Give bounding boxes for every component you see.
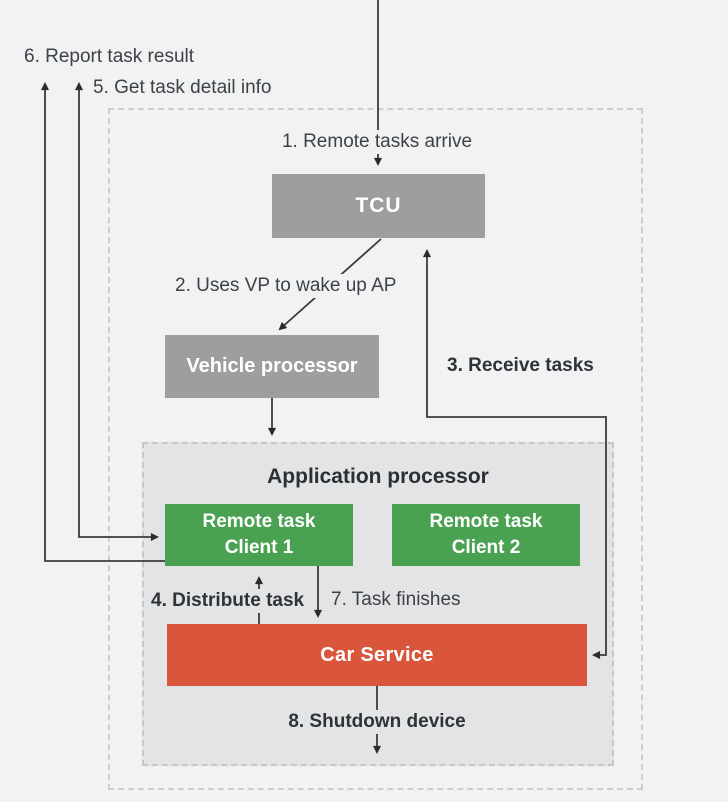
step-3-receive-tasks-label: 3. Receive tasks (447, 355, 594, 376)
step-7-task-finishes-label: 7. Task finishes (331, 589, 461, 610)
car-service-node: Car Service (167, 624, 587, 686)
step-1-remote-tasks-arrive-label: 1. Remote tasks arrive (275, 130, 479, 154)
step-4-distribute-task-label: 4. Distribute task (151, 589, 310, 613)
step-6-report-task-result-label: 6. Report task result (24, 46, 195, 67)
step-8-shutdown-device-label: 8. Shutdown device (280, 710, 474, 734)
tcu-node: TCU (272, 174, 485, 238)
remote-task-client-2-node: Remote task Client 2 (392, 504, 580, 566)
step-5-get-task-detail-label: 5. Get task detail info (93, 77, 272, 98)
vehicle-processor-node: Vehicle processor (165, 335, 379, 398)
application-processor-title: Application processor (267, 465, 489, 488)
step-2-wake-up-ap-label: 2. Uses VP to wake up AP (169, 274, 403, 298)
remote-task-client-1-node: Remote task Client 1 (165, 504, 353, 566)
